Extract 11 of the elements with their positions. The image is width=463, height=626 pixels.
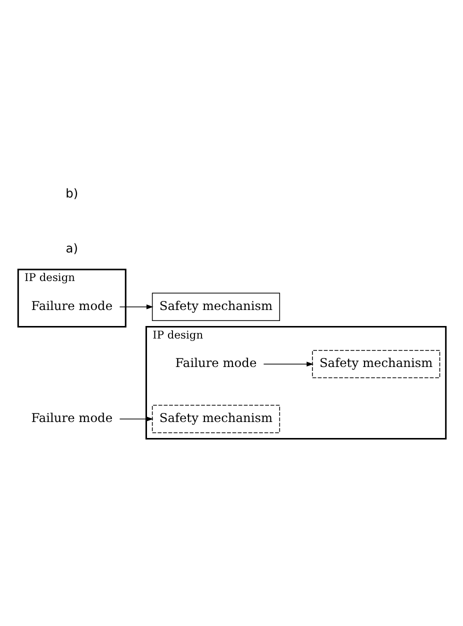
node-text: Failure mode — [30, 410, 112, 425]
node-box: Safety mechanism — [151, 404, 280, 434]
node-text: Failure mode — [30, 298, 112, 313]
arrow — [118, 416, 153, 422]
arrow — [118, 304, 153, 310]
node-box: Safety mechanism — [312, 350, 440, 378]
arrow — [262, 362, 313, 366]
label: b) — [65, 186, 78, 201]
node-box: Safety mechanism — [151, 292, 280, 321]
label: a) — [65, 242, 78, 256]
node-text: Failure mode — [174, 356, 256, 370]
